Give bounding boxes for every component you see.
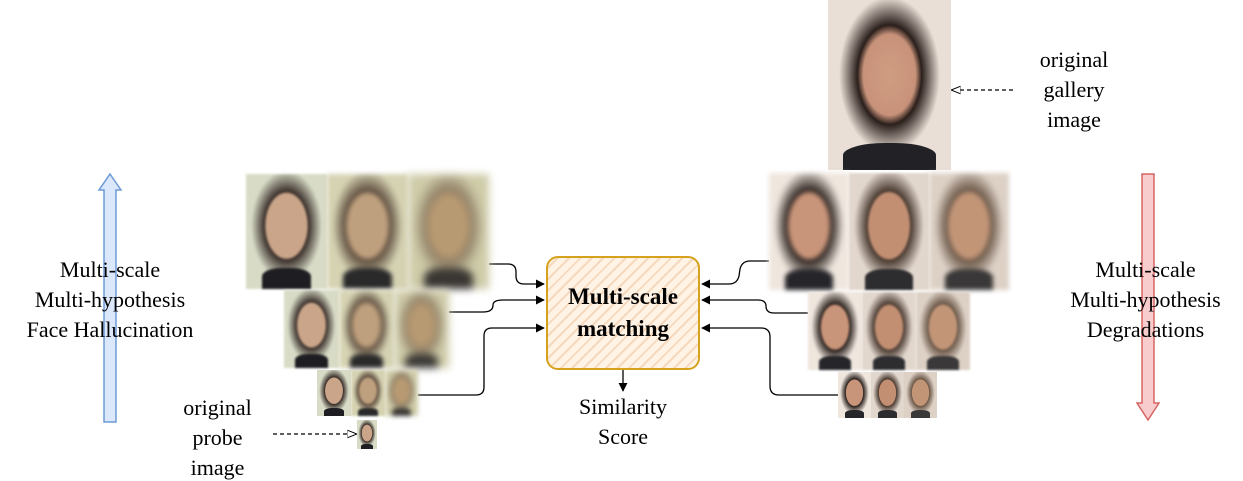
similarity-score-label: Similarity Score <box>553 392 693 452</box>
hallucinated-face-image <box>394 290 449 368</box>
probe-label-line3: image <box>190 455 245 480</box>
gallery-scale2-connector <box>701 295 808 314</box>
original-gallery-image <box>828 0 951 170</box>
probe-image-label: original probe image <box>165 393 270 481</box>
hallucination-label-line3: Face Hallucination <box>26 317 194 342</box>
hallucinated-face-image <box>284 290 339 368</box>
probe-scale1-connector <box>489 263 545 289</box>
gallery-image-label: original gallery image <box>1018 45 1130 135</box>
gallery-label-line3: image <box>1047 107 1101 132</box>
degradation-down-arrow <box>1135 173 1161 422</box>
degradations-label: Multi-scale Multi-hypothesis Degradation… <box>1048 255 1243 345</box>
degraded-face-image <box>916 292 970 370</box>
hallucination-label-line1: Multi-scale <box>59 257 161 282</box>
degraded-face-image <box>929 173 1009 290</box>
probe-label-line2: probe <box>192 425 243 450</box>
original-probe-image <box>357 420 377 449</box>
score-label-line1: Similarity <box>579 394 667 419</box>
matching-label-line1: Multi-scale <box>568 284 678 309</box>
probe-label-line1: original <box>183 395 252 420</box>
degraded-face-image <box>849 173 929 290</box>
probe-scale3-connector <box>418 323 545 396</box>
degraded-face-image <box>862 292 916 370</box>
hallucinated-face-image <box>351 370 385 416</box>
hallucinated-face-image <box>327 174 408 289</box>
hallucinated-face-image <box>408 174 489 289</box>
degraded-face-image <box>808 292 862 370</box>
degradations-label-line1: Multi-scale <box>1095 257 1196 282</box>
hallucinated-face-image <box>339 290 394 368</box>
hallucination-label-line2: Multi-hypothesis <box>34 287 186 312</box>
hallucinated-face-image <box>246 174 327 289</box>
hallucination-label: Multi-scale Multi-hypothesis Face Halluc… <box>5 255 215 345</box>
degraded-face-image <box>871 372 904 418</box>
probe-scale2-connector <box>449 295 545 313</box>
gallery-label-line2: gallery <box>1043 77 1105 102</box>
degraded-face-image <box>838 372 871 418</box>
hallucinated-face-image <box>317 370 351 416</box>
multi-scale-matching-box: Multi-scale matching <box>546 256 700 370</box>
gallery-scale3-connector <box>701 323 838 396</box>
degradations-label-line3: Degradations <box>1086 317 1205 342</box>
hallucinated-face-image <box>385 370 418 416</box>
gallery-label-line1: original <box>1039 47 1109 72</box>
matching-label-line2: matching <box>576 316 669 341</box>
hallucination-up-arrow <box>97 172 123 423</box>
gallery-scale1-connector <box>701 260 769 289</box>
score-label-line2: Score <box>597 424 649 449</box>
degraded-face-image <box>769 173 849 290</box>
degradations-label-line2: Multi-hypothesis <box>1070 287 1221 312</box>
degraded-face-image <box>904 372 937 418</box>
